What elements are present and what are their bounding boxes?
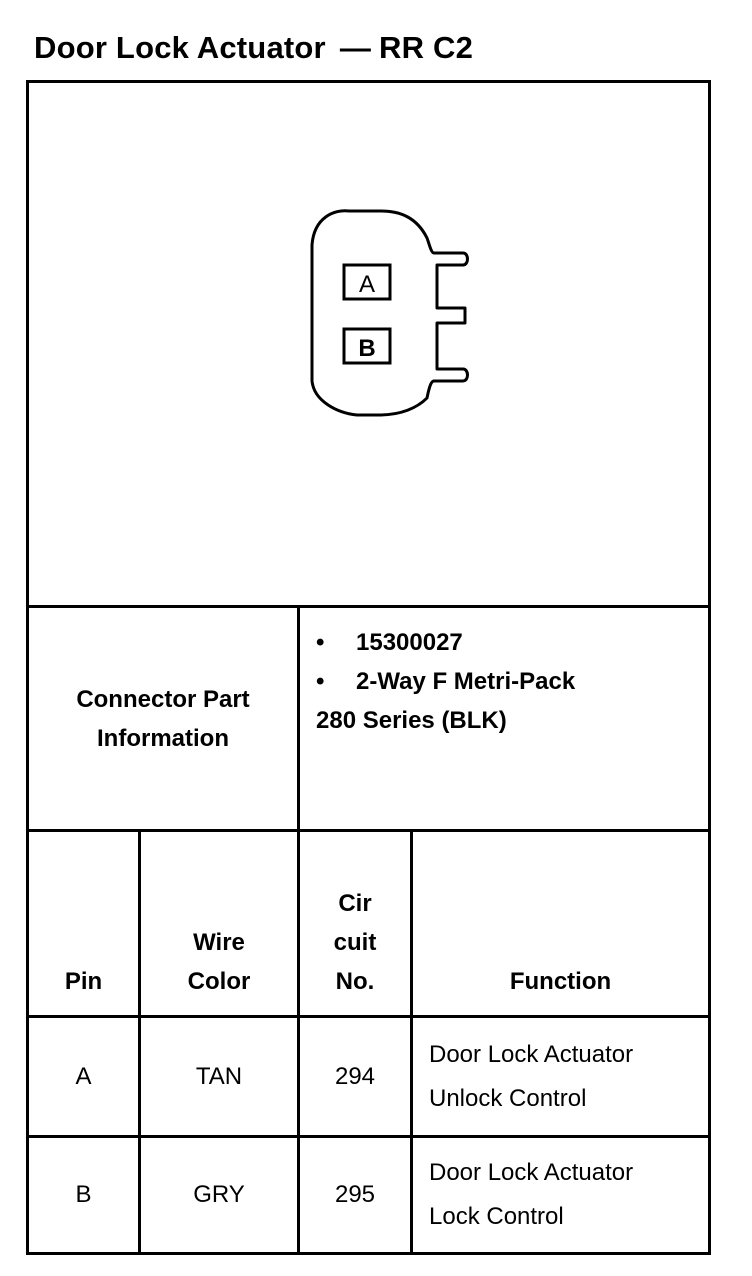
divider-col-function: [410, 829, 413, 1252]
connector-part-label-line1: Connector Part: [76, 685, 250, 713]
pin-a-label: A: [359, 271, 375, 298]
part-number: 15300027: [356, 629, 463, 656]
divider-col-circuit-left: [297, 605, 300, 1252]
header-function: Function: [413, 832, 708, 1015]
row-b-function: Door Lock Actuator Lock Control: [413, 1138, 708, 1252]
header-pin: Pin: [29, 832, 138, 1015]
row-a-circuit: 294: [334, 1062, 376, 1090]
row-b-circuit: 295: [334, 1181, 376, 1208]
pin-b-box: [342, 327, 392, 365]
row-b-wire-color: GRY: [193, 1181, 245, 1208]
row-a-function-line2: Unlock Control: [429, 1084, 587, 1112]
connector-diagram-area: A B: [29, 83, 708, 605]
part-number-item: • 15300027: [316, 623, 708, 662]
connector-part-info-value: • 15300027 • 2-Way F Metri-Pack 280 Seri…: [300, 608, 708, 829]
row-b-pin: B: [75, 1181, 92, 1208]
connector-series: 280 Series (BLK): [316, 707, 507, 734]
row-a-function-line1: Door Lock Actuator: [429, 1040, 634, 1068]
bullet-icon: •: [316, 668, 325, 695]
connector-face-drawing: A B: [310, 209, 469, 417]
title-separator: —: [339, 30, 372, 65]
header-circuit-line2: cuit: [333, 929, 377, 956]
header-circuit-line3: No.: [335, 968, 375, 995]
header-pin-text: Pin: [64, 968, 103, 995]
header-wire-color-line1: Wire: [193, 929, 245, 956]
divider-header: [29, 1015, 708, 1018]
row-a-wire-color: TAN: [195, 1062, 243, 1090]
pin-b-label: B: [358, 335, 375, 362]
connector-type-item: • 2-Way F Metri-Pack: [316, 662, 708, 701]
header-wire-color: Wire Color: [141, 832, 297, 1015]
pin-a-box: [342, 263, 392, 301]
connector-type: 2-Way F Metri-Pack: [356, 668, 576, 695]
header-circuit-line1: Cir: [338, 890, 372, 917]
header-circuit-no: Cir cuit No.: [300, 832, 410, 1015]
header-wire-color-line2: Color: [187, 968, 251, 995]
divider-diagram: [29, 605, 708, 608]
divider-part-info: [29, 829, 708, 832]
row-b-function-line1: Door Lock Actuator: [429, 1159, 634, 1186]
row-b-function-line2: Lock Control: [429, 1203, 564, 1230]
connector-housing-outline: [310, 209, 469, 417]
header-function-text: Function: [509, 968, 612, 995]
connector-id: RR C2: [379, 30, 474, 65]
component-name: Door Lock Actuator: [34, 30, 326, 65]
bullet-icon: •: [316, 629, 325, 656]
connector-part-label-line2: Information: [97, 724, 229, 752]
connector-part-info-label: Connector Part Information: [29, 608, 297, 829]
connector-end-view-table: A B Connector Part Information • 1530002…: [26, 80, 711, 1255]
divider-row-a: [29, 1135, 708, 1138]
divider-col-pin: [138, 829, 141, 1252]
row-a-function: Door Lock Actuator Unlock Control: [413, 1018, 708, 1135]
row-a-pin: A: [75, 1062, 92, 1090]
page-title: Door Lock Actuator —RR C2: [34, 30, 473, 66]
